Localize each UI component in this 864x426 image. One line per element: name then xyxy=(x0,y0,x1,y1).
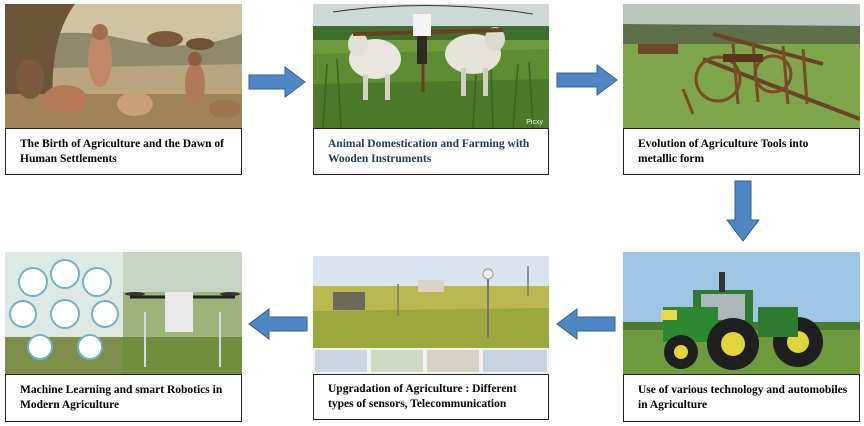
field-sensors-image xyxy=(313,256,549,374)
stage-4-caption: Use of various technology and automobile… xyxy=(623,374,860,422)
prehistoric-settlement-image xyxy=(5,4,242,128)
stage-2-caption: Animal Domestication and Farming with Wo… xyxy=(313,128,549,175)
tractor-image xyxy=(623,252,860,374)
stage-4-caption-text: Use of various technology and automobile… xyxy=(638,384,848,411)
left-arrow-icon xyxy=(248,308,308,340)
stage-1-caption-text: The Birth of Agriculture and the Dawn of… xyxy=(20,137,224,165)
stage-1-caption: The Birth of Agriculture and the Dawn of… xyxy=(5,128,242,175)
stage-3-caption-text: Evolution of Agriculture Tools into meta… xyxy=(638,137,809,165)
left-arrow-icon xyxy=(556,308,616,340)
stage-6-caption: Machine Learning and smart Robotics in M… xyxy=(5,374,242,422)
stage-3-caption: Evolution of Agriculture Tools into meta… xyxy=(623,128,860,175)
stage-2-caption-text: Animal Domestication and Farming with Wo… xyxy=(328,137,530,165)
rusty-plough-image xyxy=(623,4,860,128)
picxy-watermark: Picxy xyxy=(526,119,543,126)
right-arrow-icon xyxy=(556,64,618,96)
drone-smart-farming-image xyxy=(5,252,242,374)
stage-5-caption: Upgradation of Agriculture : Different t… xyxy=(313,374,549,420)
right-arrow-icon xyxy=(248,66,306,98)
stage-5-caption-text: Upgradation of Agriculture : Different t… xyxy=(328,383,517,410)
down-arrow-icon xyxy=(726,180,760,242)
oxen-plough-image: Picxy xyxy=(313,4,549,128)
stage-6-caption-text: Machine Learning and smart Robotics in M… xyxy=(20,384,223,411)
